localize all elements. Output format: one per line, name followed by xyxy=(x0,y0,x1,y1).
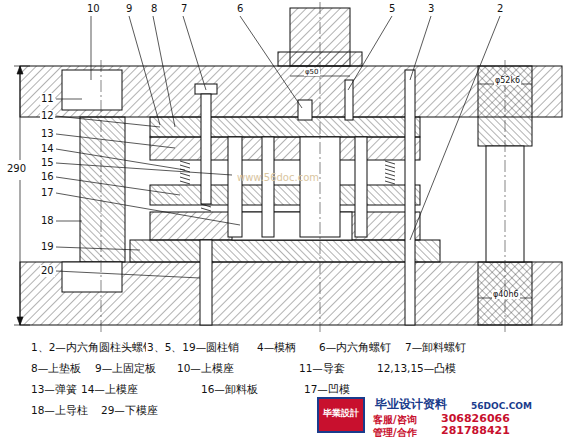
spring-coil xyxy=(385,169,395,172)
spring-coil xyxy=(385,161,395,164)
watermark-logo: 毕業設計 xyxy=(322,408,360,418)
callout-number: 16 xyxy=(40,171,55,183)
spring-coil xyxy=(385,181,395,184)
part-list-item: 3、5、19—圆柱销 xyxy=(146,341,240,353)
callout-number: 18 xyxy=(40,215,55,227)
callout-number: 6 xyxy=(236,3,244,15)
spring-coil xyxy=(385,165,395,168)
part-list-item: 7—卸料螺钉 xyxy=(404,341,467,353)
watermark: 306826066 xyxy=(440,413,511,426)
dimension: φ40h6 xyxy=(492,290,520,299)
spring-coil xyxy=(385,173,395,176)
callout-number: 7 xyxy=(180,3,188,15)
part-list-item: 8—上垫板 xyxy=(30,362,82,374)
part-list-item: 12,13,15—凸模 xyxy=(376,362,457,374)
part-list-item: 13—弹簧 xyxy=(30,383,78,395)
watermark: 281788421 xyxy=(440,425,511,437)
spring-coil xyxy=(180,161,190,164)
dimension: φ52k6 xyxy=(494,76,521,85)
callout-number: 14 xyxy=(40,143,55,155)
watermark: 毕业设计资料 xyxy=(374,398,448,412)
callout-number: 11 xyxy=(40,93,55,105)
spring-coil xyxy=(180,181,190,184)
spring-coil xyxy=(180,173,190,176)
callout-number: 3 xyxy=(427,3,435,15)
part-list-item: 6—内六角螺钉 xyxy=(318,341,392,353)
watermark: 客服/咨询 xyxy=(372,414,418,426)
part-list-item: 29—下模座 xyxy=(100,404,159,416)
spring-coil xyxy=(180,165,190,168)
callout-number: 2 xyxy=(496,3,504,15)
part-list-item: 9—上固定板 xyxy=(94,362,157,374)
part-list-item: 18—上导柱 xyxy=(30,404,89,416)
callout-number: 13 xyxy=(40,128,55,140)
callout-number: 8 xyxy=(150,3,158,15)
spring-coil xyxy=(385,177,395,180)
callout-number: 12 xyxy=(40,110,55,122)
watermark: 管理/合作 xyxy=(372,427,418,437)
part-list-item: 4—模柄 xyxy=(256,341,297,353)
spring-coil xyxy=(201,204,211,207)
callout-number: 9 xyxy=(125,3,133,15)
part-list-item: 10—上模座 xyxy=(176,362,235,374)
callout-number: 5 xyxy=(388,3,396,15)
part-list-item: 11—导套 xyxy=(298,362,346,374)
callout-number: 17 xyxy=(40,187,55,199)
callout-number: 19 xyxy=(40,241,55,253)
callout-number: 15 xyxy=(40,157,55,169)
watermark: 56DOC.COM xyxy=(470,401,533,411)
callout-number: 10 xyxy=(86,3,101,15)
callout-number: 20 xyxy=(40,265,55,277)
part-list-item: 14—上模座 xyxy=(80,383,139,395)
part-list-item: 17—凹模 xyxy=(303,383,351,395)
part-list-item: 16—卸料板 xyxy=(200,383,259,395)
spring-coil xyxy=(201,208,211,211)
dimension: φ50 xyxy=(304,68,320,76)
dimension: 290 xyxy=(6,163,27,175)
watermark: www.56doc.com xyxy=(236,172,320,184)
part-list-item: 1、2—内六角圆柱头螺钉 xyxy=(30,341,155,353)
spring-coil xyxy=(180,177,190,180)
